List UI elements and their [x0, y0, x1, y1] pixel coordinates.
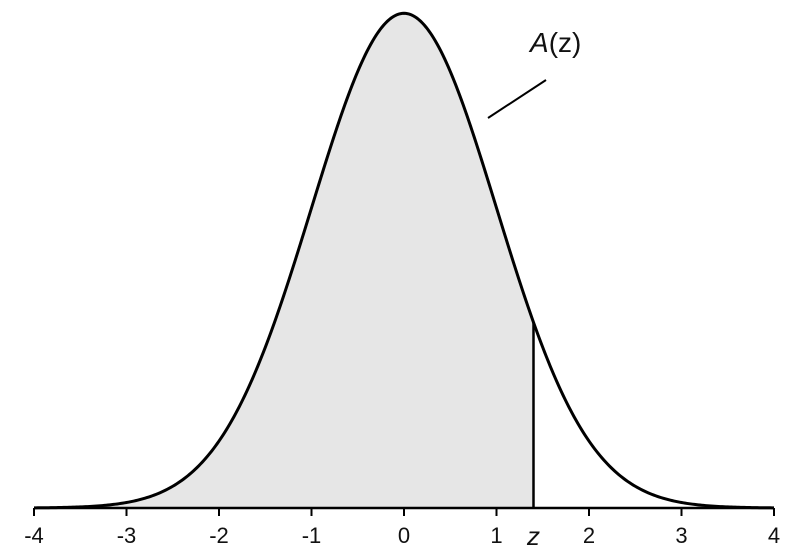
annotation-italic-part: A	[528, 27, 549, 58]
density-curve	[33, 11, 775, 510]
x-axis-ticks: -4 -3 -2 -1 0 1 2 3 4	[24, 508, 780, 548]
x-tick-label: -3	[117, 523, 137, 548]
x-tick-label: -1	[302, 523, 322, 548]
area-annotation: A(z)	[528, 27, 581, 58]
z-marker-label: z	[526, 521, 540, 551]
x-tick-label: 1	[490, 523, 502, 548]
x-tick-label: -2	[209, 523, 229, 548]
x-tick-label: 2	[583, 523, 595, 548]
annotation-plain-part: (z)	[549, 27, 582, 58]
x-tick-label: 4	[768, 523, 780, 548]
x-tick-label: 3	[675, 523, 687, 548]
shaded-area-under-curve	[34, 13, 534, 509]
x-tick-label: -4	[24, 523, 44, 548]
x-tick-label: 0	[398, 523, 410, 548]
annotation-leader-line	[487, 79, 547, 119]
